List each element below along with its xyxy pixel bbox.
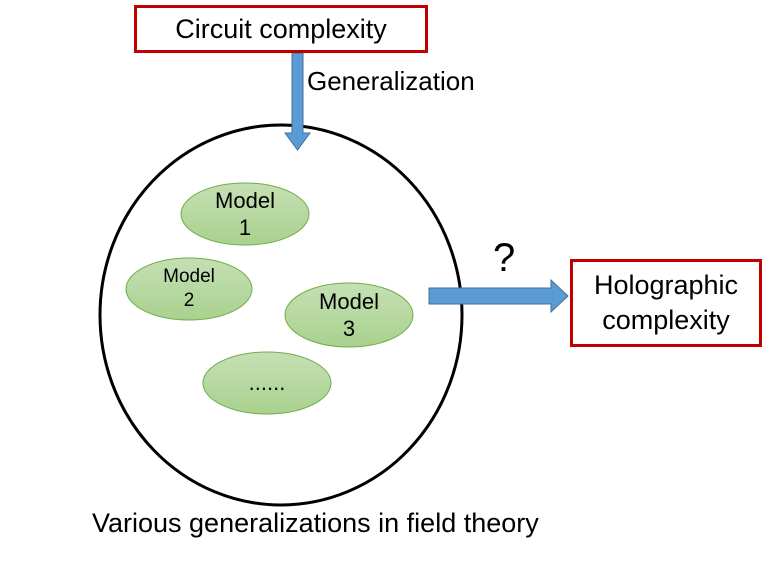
right-arrow	[428, 278, 569, 314]
field-theory-ellipse	[98, 123, 464, 507]
holographic-line-1: Holographic	[593, 270, 739, 301]
model-etc: ......	[203, 352, 331, 414]
model-etc-label: ......	[248, 370, 286, 396]
model-2-number: 2	[183, 290, 195, 311]
model-3: Model 3	[285, 283, 413, 347]
model-1-name: Model	[215, 187, 275, 213]
holographic-line-2: complexity	[602, 305, 730, 335]
model-2: Model 2	[126, 258, 252, 320]
model-2-ellipse	[125, 257, 253, 321]
circuit-complexity-box: Circuit complexity	[134, 5, 428, 53]
model-1-ellipse	[180, 182, 310, 246]
model-etc-ellipse	[202, 351, 332, 415]
model-1: Model 1	[181, 183, 309, 245]
diagram-caption: Various generalizations in field theory	[92, 508, 539, 538]
model-1-number: 1	[238, 215, 252, 240]
circuit-complexity-label: Circuit complexity	[175, 13, 387, 44]
model-3-name: Model	[319, 288, 379, 314]
generalization-arrow	[284, 52, 311, 151]
generalization-label: Generalization	[307, 66, 475, 96]
model-3-number: 3	[342, 316, 356, 341]
model-2-name: Model	[163, 266, 215, 288]
model-3-ellipse	[284, 282, 414, 348]
question-mark: ?	[493, 236, 516, 280]
holographic-complexity-box: Holographic complexity	[570, 259, 762, 347]
